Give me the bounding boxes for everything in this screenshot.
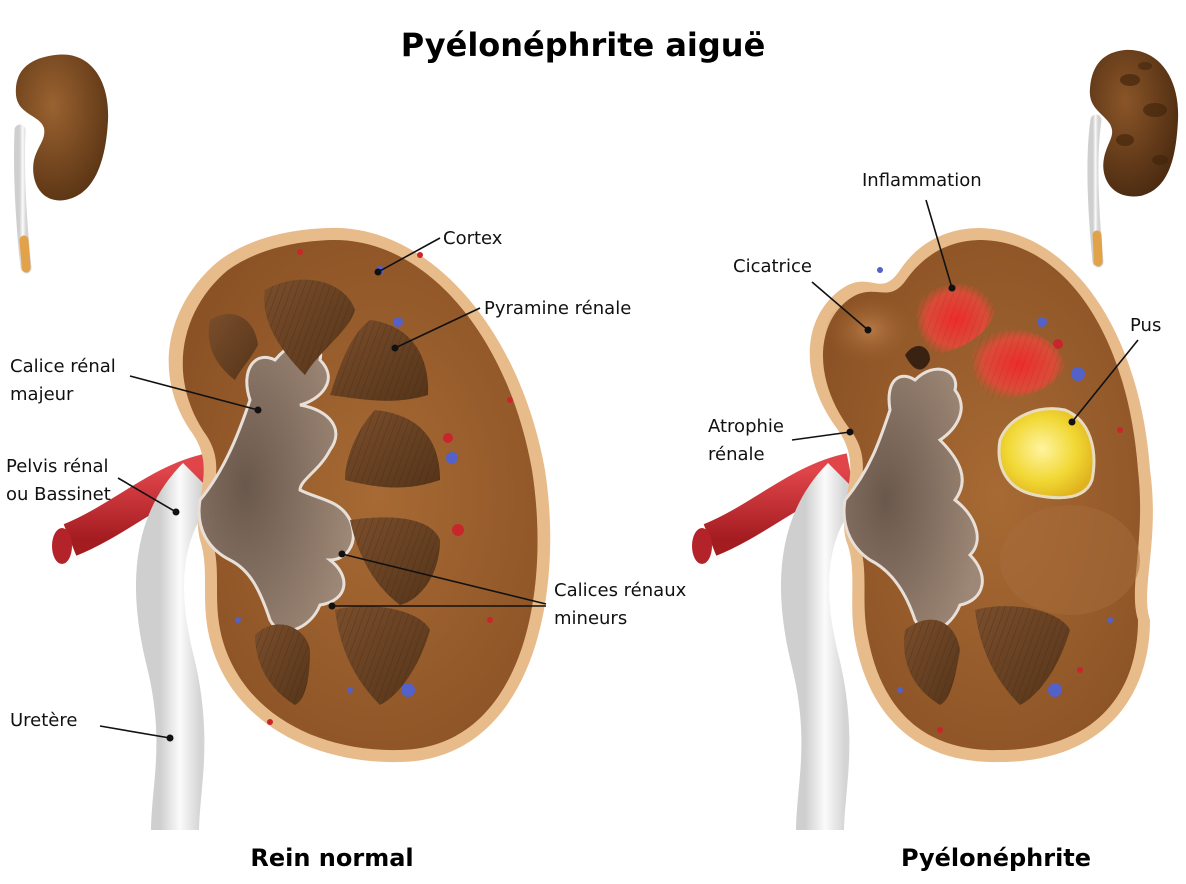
label-inflammation: Inflammation	[862, 170, 982, 191]
diseased-vessel-dots	[877, 267, 1123, 733]
caption-pyelonephritis: Pyélonéphrite	[901, 844, 1091, 872]
pus-abscess	[997, 407, 1096, 500]
label-ureter: Uretère	[10, 710, 77, 731]
diseased-annotations: Inflammation Cicatrice Pus Atrophie réna…	[708, 170, 1161, 465]
label-atrophy-2: rénale	[708, 444, 765, 465]
label-scar: Cicatrice	[733, 256, 812, 277]
label-major-calyx-1: Calice rénal	[10, 356, 116, 377]
label-minor-calyces-1: Calices rénaux	[554, 580, 687, 601]
normal-pyramids	[208, 279, 440, 705]
caption-normal: Rein normal	[250, 844, 413, 872]
label-atrophy-1: Atrophie	[708, 416, 784, 437]
label-minor-calyces-2: mineurs	[554, 608, 627, 629]
small-normal-kidney	[13, 54, 109, 274]
diseased-pyramids	[904, 606, 1070, 705]
label-pus: Pus	[1130, 315, 1161, 336]
normal-kidney	[52, 227, 551, 831]
page-title: Pyélonéphrite aiguë	[401, 26, 766, 64]
label-pyramid: Pyramine rénale	[484, 298, 631, 319]
inflammation-areas	[916, 283, 1065, 399]
diseased-kidney	[692, 228, 1153, 831]
small-diseased-kidney	[1087, 49, 1179, 268]
label-major-calyx-2: majeur	[10, 384, 74, 405]
label-cortex: Cortex	[443, 228, 503, 249]
label-pelvis-1: Pelvis rénal	[6, 456, 109, 477]
label-pelvis-2: ou Bassinet	[6, 484, 111, 505]
normal-annotations: Cortex Pyramine rénale Calice rénal maje…	[6, 228, 687, 742]
